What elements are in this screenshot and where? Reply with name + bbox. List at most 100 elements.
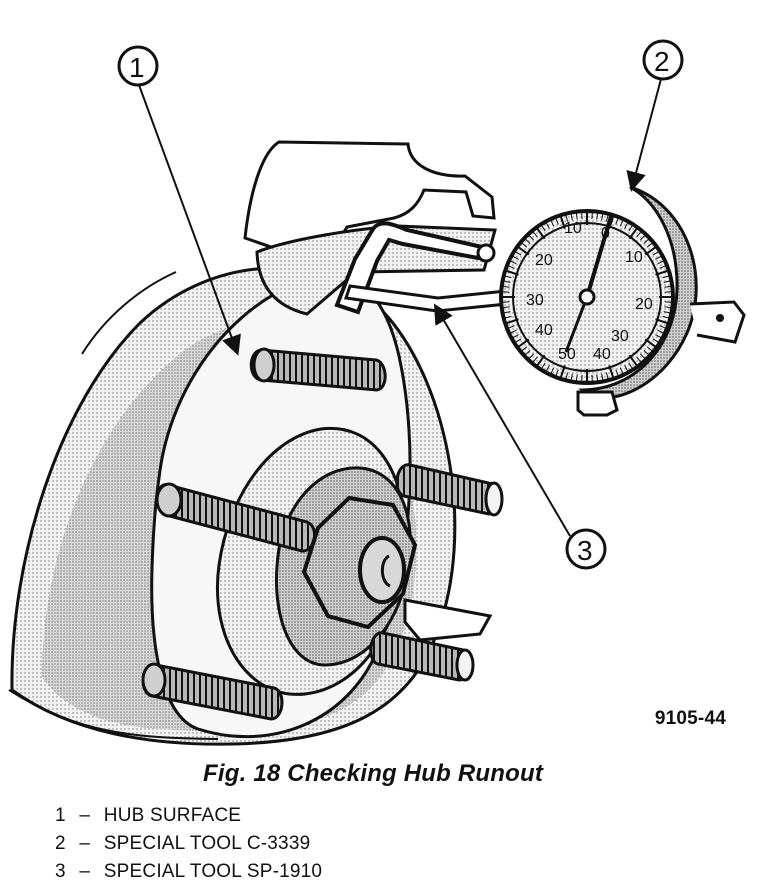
dial-tick-mark bbox=[624, 221, 629, 229]
dial-tick-mark bbox=[643, 237, 651, 244]
dial-tick-mark bbox=[646, 346, 654, 353]
dial-tick-mark bbox=[601, 212, 604, 221]
dial-tick-mark bbox=[646, 241, 654, 248]
dial-tick-mark bbox=[540, 362, 546, 370]
dial-tick-mark bbox=[655, 255, 663, 260]
dial-tick-mark bbox=[565, 213, 569, 222]
dial-scale-label-9: 10 bbox=[625, 249, 643, 266]
dial-tick-mark bbox=[501, 291, 510, 293]
dial-tick-mark bbox=[516, 245, 530, 256]
dial-tick-mark bbox=[664, 291, 673, 293]
legend-item-3: 3 – SPECIAL TOOL SP-1910 bbox=[55, 858, 322, 886]
dial-tick-mark bbox=[504, 269, 519, 276]
legend-separator-3: – bbox=[79, 861, 91, 882]
dial-tick-mark bbox=[596, 374, 599, 383]
wheel-stud-right bbox=[395, 463, 504, 517]
dial-tick-mark bbox=[523, 237, 531, 244]
dial-scale-label-6: 40 bbox=[593, 346, 611, 363]
dial-tick-mark bbox=[502, 311, 511, 314]
dial-tick-mark bbox=[581, 374, 583, 383]
dial-tick-mark bbox=[511, 334, 519, 339]
lower-suspension-arm bbox=[403, 598, 493, 642]
legend-list: 1 – HUB SURFACE 2 – SPECIAL TOOL C-3339 … bbox=[55, 802, 322, 886]
dial-tick-mark bbox=[652, 250, 660, 256]
dial-tick-mark bbox=[549, 218, 555, 227]
dial-tick-mark bbox=[570, 212, 573, 221]
dial-tick-mark bbox=[659, 264, 668, 269]
dial-tick-mark bbox=[508, 259, 517, 265]
svg-text:2: 2 bbox=[654, 46, 670, 77]
dial-tick-mark bbox=[575, 211, 578, 220]
axle-center-mark bbox=[380, 554, 391, 588]
dial-tick-mark bbox=[628, 224, 634, 232]
legend-label-3: SPECIAL TOOL SP-1910 bbox=[103, 861, 323, 882]
figure-code: 9105-44 bbox=[654, 708, 726, 729]
wheel-stud-bottom bbox=[141, 662, 284, 721]
dial-tick-mark bbox=[662, 315, 671, 319]
dial-tick-mark bbox=[503, 315, 512, 319]
dial-tick-mark bbox=[535, 226, 546, 240]
dial-tick-mark bbox=[657, 329, 666, 335]
dial-tick-mark bbox=[520, 241, 528, 248]
dial-tick-mark bbox=[591, 374, 593, 383]
dial-tick-mark bbox=[523, 350, 531, 357]
dial-tick-mark bbox=[652, 338, 660, 344]
legend-number-1: 1 bbox=[55, 805, 66, 826]
wheel-stud-left bbox=[155, 482, 317, 553]
dial-tick-mark bbox=[591, 211, 593, 220]
dial-tick-mark bbox=[619, 218, 625, 227]
dial-tick-mark bbox=[545, 365, 550, 373]
dial-tick-mark bbox=[663, 280, 672, 283]
dial-tick-mark bbox=[554, 216, 559, 225]
legend-separator-1: – bbox=[79, 805, 91, 826]
dial-tick-mark bbox=[655, 269, 670, 276]
dial-tick-mark bbox=[624, 365, 629, 373]
legend-separator-2: – bbox=[79, 833, 91, 854]
dial-tick-mark bbox=[608, 214, 615, 229]
dial-tick-mark bbox=[565, 372, 569, 381]
dial-tick-mark bbox=[527, 233, 534, 241]
legend-item-1: 1 – HUB SURFACE bbox=[55, 802, 322, 830]
dial-scale-label-10: 0 bbox=[601, 225, 610, 242]
dial-tick-mark bbox=[581, 211, 583, 220]
steering-knuckle bbox=[243, 140, 496, 259]
dial-tick-mark bbox=[655, 318, 670, 325]
dial-tick-mark bbox=[664, 285, 673, 288]
dial-tick-mark bbox=[636, 230, 643, 238]
dial-tick-mark bbox=[663, 311, 672, 314]
dial-tick-marks bbox=[501, 211, 673, 383]
dial-tick-mark bbox=[545, 221, 550, 229]
dial-tick-mark bbox=[531, 356, 538, 364]
dial-tick-mark bbox=[657, 259, 666, 265]
hub-runout-illustration: 10 20 30 40 50 40 30 20 10 0 1 2 3 bbox=[8, 39, 746, 746]
dial-tick-mark bbox=[615, 369, 620, 378]
dial-tick-mark bbox=[514, 250, 522, 256]
dial-tick-mark bbox=[503, 275, 512, 279]
dial-support-arm bbox=[334, 221, 485, 315]
rotor-lower-edge bbox=[8, 689, 219, 740]
callout-3: 3 bbox=[433, 303, 607, 570]
dial-tick-mark bbox=[640, 233, 647, 241]
legend-number-2: 2 bbox=[55, 833, 66, 854]
dial-tick-mark bbox=[615, 216, 620, 225]
dial-tick-mark bbox=[506, 264, 515, 269]
callout-1: 1 bbox=[117, 45, 241, 356]
dial-tick-mark bbox=[559, 214, 566, 229]
dial-tick-mark bbox=[605, 213, 609, 222]
dial-tick-mark bbox=[659, 325, 668, 330]
dial-tick-mark bbox=[664, 301, 673, 303]
dial-tick-mark bbox=[504, 318, 519, 325]
svg-text:3: 3 bbox=[577, 535, 593, 566]
dial-tick-mark bbox=[506, 325, 515, 330]
legend-number-3: 3 bbox=[55, 861, 66, 882]
dial-tick-mark bbox=[644, 245, 658, 256]
legend-label-2: SPECIAL TOOL C-3339 bbox=[103, 833, 311, 854]
dial-tick-mark bbox=[655, 334, 663, 339]
dial-tick-mark bbox=[636, 356, 643, 364]
callout-2: 2 bbox=[626, 39, 684, 192]
dial-tick-mark bbox=[508, 329, 517, 335]
dial-tick-mark bbox=[643, 350, 651, 357]
dial-tick-mark bbox=[531, 230, 538, 238]
dial-tick-mark bbox=[511, 255, 519, 260]
dial-tick-mark bbox=[596, 211, 599, 220]
